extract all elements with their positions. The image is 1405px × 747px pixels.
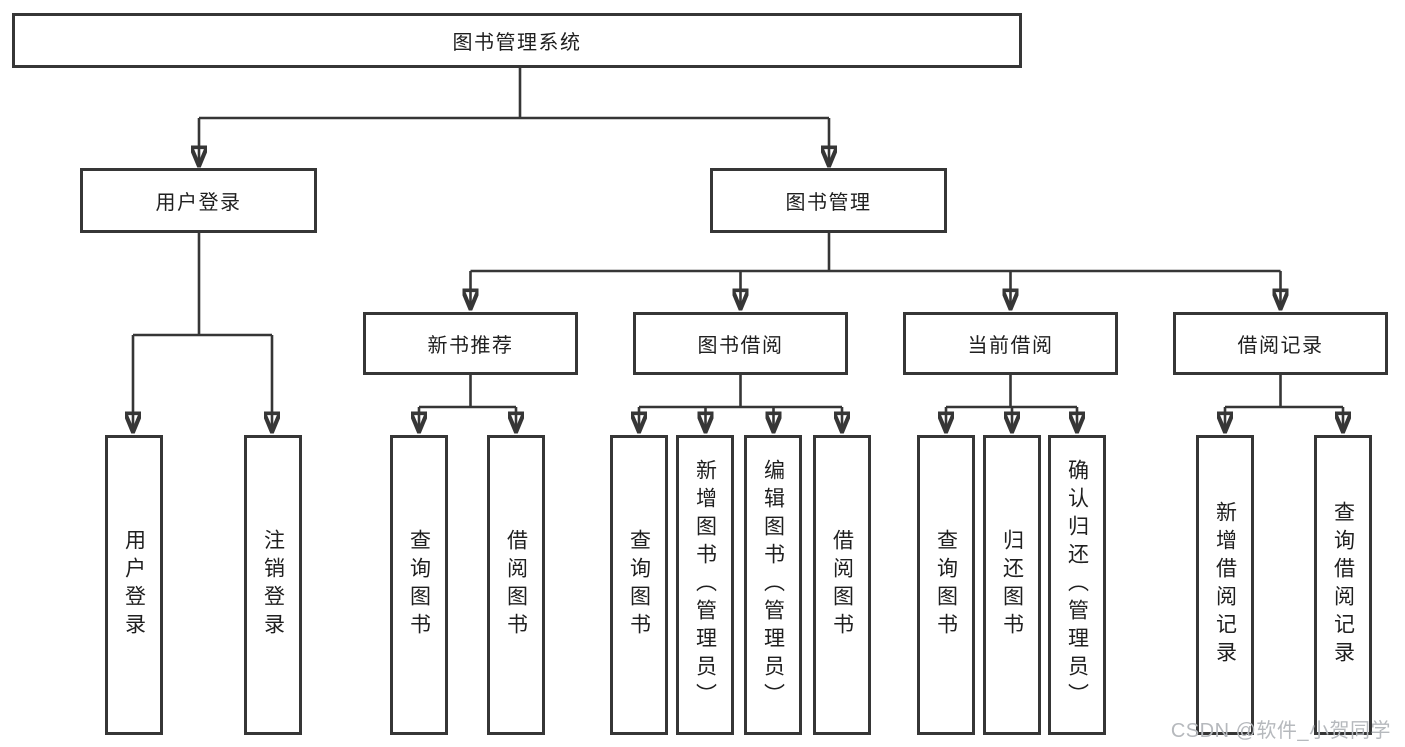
leaf-newrec-borrow-books: 借阅图书 [487, 435, 545, 735]
leaf-current-confirm-return-admin: 确认归还（管理员） [1048, 435, 1106, 735]
connector-new-book-children [419, 375, 516, 429]
node-current-borrow: 当前借阅 [903, 312, 1118, 375]
leaf-records-add-record: 新增借阅记录 [1196, 435, 1254, 735]
node-borrow-records: 借阅记录 [1173, 312, 1388, 375]
leaf-user-login: 用户登录 [105, 435, 163, 735]
node-user-login: 用户登录 [80, 168, 317, 233]
leaf-current-query-books: 查询图书 [917, 435, 975, 735]
csdn-watermark: CSDN @软件_小贺同学 [1170, 720, 1391, 742]
connector-book-borrow-children [639, 375, 842, 429]
node-book-borrow: 图书借阅 [633, 312, 848, 375]
leaf-borrow-add-books-admin: 新增图书（管理员） [676, 435, 734, 735]
node-library-system: 图书管理系统 [12, 13, 1022, 68]
leaf-borrow-query-books: 查询图书 [610, 435, 668, 735]
leaf-records-query-record: 查询借阅记录 [1314, 435, 1372, 735]
connector-root-to-level2 [199, 68, 829, 163]
connector-book-mgmt-to-modules [471, 233, 1281, 306]
connector-user-login-branch [133, 233, 272, 429]
leaf-logout: 注销登录 [244, 435, 302, 735]
leaf-borrow-edit-books-admin: 编辑图书（管理员） [744, 435, 802, 735]
leaf-borrow-borrow-books: 借阅图书 [813, 435, 871, 735]
node-new-book-recommend: 新书推荐 [363, 312, 578, 375]
connector-borrow-records-children [1225, 375, 1343, 429]
leaf-newrec-query-books: 查询图书 [390, 435, 448, 735]
node-book-management: 图书管理 [710, 168, 947, 233]
connector-current-borrow-children [946, 375, 1077, 429]
leaf-current-return-books: 归还图书 [983, 435, 1041, 735]
